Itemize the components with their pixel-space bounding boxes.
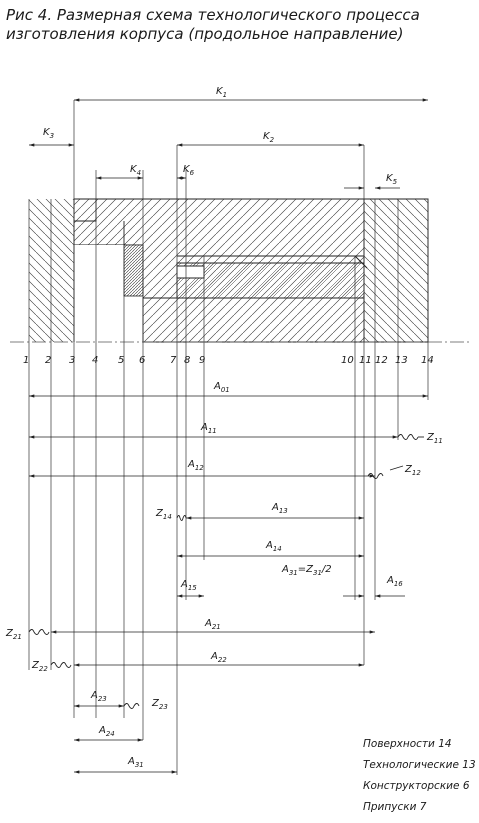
z22-wave — [50, 662, 72, 668]
chamfer-mark — [354, 255, 368, 269]
dimension-labels: K1 K3 K2 K4 K6 K5 A01 A11 A12 A13 A14 A1… — [5, 86, 443, 769]
legend-label: Конструкторские — [363, 780, 460, 792]
label-k2: K2 — [263, 131, 275, 144]
surface-number-11: 11 — [359, 355, 372, 366]
surface-number-4: 4 — [92, 355, 98, 366]
surface-lines — [28, 100, 429, 775]
sleeve-step — [176, 265, 205, 279]
surface-number-2: 2 — [45, 355, 51, 366]
allowance-marks — [28, 434, 424, 709]
surface-number-10: 10 — [341, 355, 354, 366]
label-z11: Z11 — [426, 432, 443, 445]
z14-wave — [176, 515, 187, 521]
legend-label: Припуски — [363, 801, 417, 813]
allowance-zone-right — [364, 199, 428, 342]
label-a21: A21 — [204, 618, 221, 631]
legend-label: Поверхности — [363, 738, 435, 750]
label-k3: K3 — [43, 127, 54, 140]
surface-number-9: 9 — [199, 355, 205, 366]
surface-number-5: 5 — [118, 355, 124, 366]
label-k5: K5 — [386, 173, 398, 186]
label-a01: A01 — [213, 381, 230, 394]
legend-value: 13 — [462, 759, 476, 771]
caption-line-1: Рис 4. Размерная схема технологического … — [6, 6, 420, 24]
label-k1: K1 — [216, 86, 227, 99]
surface-number-14: 14 — [421, 355, 434, 366]
z12-leader — [389, 465, 404, 471]
legend-row-allowances: Припуски 7 — [363, 801, 475, 822]
surface-number-8: 8 — [184, 355, 190, 366]
dimension-lines — [29, 98, 428, 774]
legend-row-technological: Технологические 13 — [363, 759, 476, 780]
legend-value: 7 — [419, 801, 427, 813]
label-z22: Z22 — [31, 660, 48, 673]
z11-wave — [397, 434, 419, 440]
label-a13: A13 — [271, 502, 288, 515]
surface-number-1: 1 — [23, 355, 29, 366]
surface-number-6: 6 — [139, 355, 145, 366]
allowance-zone-left — [29, 199, 74, 342]
label-z12: Z12 — [404, 464, 421, 477]
surface-number-3: 3 — [69, 355, 75, 366]
caption-line-2: изготовления корпуса (продольное направл… — [6, 25, 404, 43]
label-a31: A31 — [127, 756, 144, 769]
legend-value: 6 — [462, 780, 470, 792]
label-a22: A22 — [210, 651, 227, 664]
label-a12: A12 — [187, 459, 204, 472]
surface-number-12: 12 — [375, 355, 388, 366]
label-k6: K6 — [183, 164, 195, 177]
label-a15: A15 — [180, 579, 197, 592]
surface-number-7: 7 — [170, 355, 177, 366]
z23-wave — [123, 703, 140, 709]
legend-label: Технологические — [363, 759, 459, 771]
surface-number-13: 13 — [395, 355, 408, 366]
surface-numbers: 1 2 3 4 5 6 7 8 9 10 11 12 13 14 — [23, 355, 434, 366]
label-a16: A16 — [386, 575, 403, 588]
label-k4: K4 — [130, 164, 141, 177]
label-z14: Z14 — [155, 508, 172, 521]
z21-wave — [28, 629, 50, 635]
label-z23: Z23 — [151, 698, 168, 711]
label-a24: A24 — [98, 725, 115, 738]
formula-a31-z31: A31=Z31/2 — [281, 564, 332, 577]
legend-row-surfaces: Поверхности 14 — [363, 738, 475, 759]
legend-value: 14 — [438, 738, 452, 750]
figure-caption: Рис 4. Размерная схема технологического … — [6, 6, 476, 44]
sleeve-body — [176, 262, 365, 299]
z12-wave — [367, 473, 384, 479]
label-z21: Z21 — [5, 628, 22, 641]
recess-dense — [123, 244, 144, 297]
legend: Поверхности 14 Технологические 13 Констр… — [363, 738, 476, 822]
label-a14: A14 — [265, 540, 282, 553]
part-body — [29, 198, 429, 343]
legend-row-design: Конструкторские 6 — [363, 780, 475, 801]
label-a23: A23 — [90, 690, 107, 703]
label-a11: A11 — [200, 422, 217, 435]
